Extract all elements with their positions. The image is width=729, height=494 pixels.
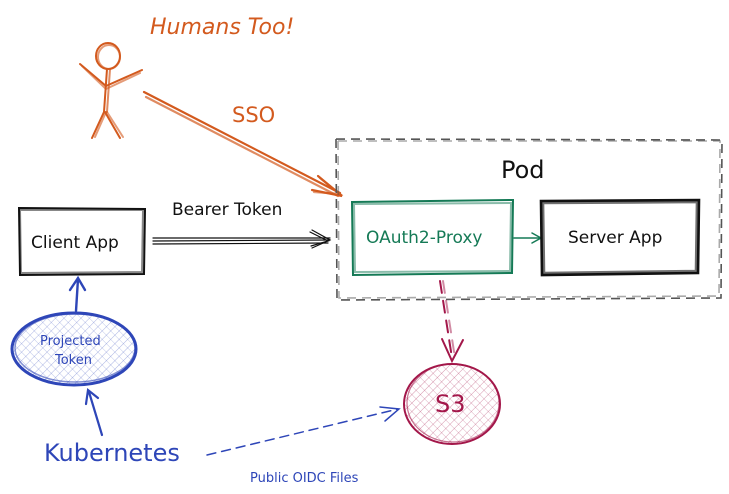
oauth2-proxy-label: OAuth2-Proxy <box>366 228 482 248</box>
s3-label: S3 <box>435 390 466 418</box>
proxy-to-s3-arrow <box>439 280 464 364</box>
server-app-box <box>539 198 701 277</box>
stick-figure-icon <box>79 42 143 139</box>
bearer-token-label: Bearer Token <box>172 200 282 220</box>
bearer-token-arrow <box>152 229 332 249</box>
sso-arrow <box>142 90 344 198</box>
client-app-box <box>17 206 147 277</box>
pod-label: Pod <box>501 156 545 184</box>
kubernetes-to-s3-arrow <box>206 406 401 456</box>
public-oidc-files-label: Public OIDC Files <box>250 471 359 486</box>
kubernetes-label: Kubernetes <box>44 439 180 467</box>
token-to-client-arrow <box>68 275 87 313</box>
proxy-to-server-arrow <box>513 232 543 244</box>
s3-bucket-icon <box>403 363 501 445</box>
pod-container <box>335 138 723 301</box>
server-app-label: Server App <box>568 228 662 248</box>
humans-too-label: Humans Too! <box>150 15 294 40</box>
projected-token-line1: Projected <box>40 334 101 349</box>
oauth2-proxy-box <box>350 198 515 277</box>
client-app-label: Client App <box>31 233 119 253</box>
sso-label: SSO <box>232 103 275 127</box>
projected-token-icon <box>10 311 138 387</box>
kubernetes-to-token-arrow <box>84 387 104 437</box>
projected-token-line2: Token <box>54 353 92 368</box>
